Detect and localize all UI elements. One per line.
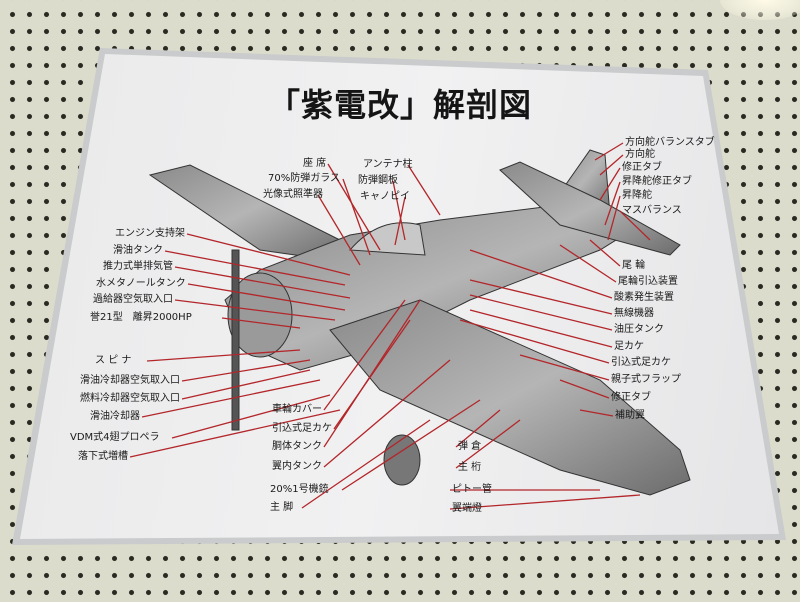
leader-line [323, 359, 451, 468]
callout-label: 主 桁 [458, 462, 482, 473]
callout-label: 滑油タンク [113, 245, 163, 256]
leader-line [604, 181, 621, 226]
leader-line [589, 239, 621, 267]
callout-label: 翼端燈 [452, 503, 482, 514]
right-wing [329, 299, 691, 496]
leader-line [455, 419, 521, 469]
callout-label: 尾 輪 [622, 260, 646, 271]
leader-line [392, 180, 406, 241]
callout-label: 油圧タンク [614, 324, 664, 335]
leader-line [519, 354, 610, 381]
callout-label: アンテナ柱 [363, 159, 413, 170]
leader-line [164, 250, 346, 286]
leader-line [342, 178, 371, 256]
leader-line [469, 309, 613, 348]
callout-label: 水メタノールタンク [96, 278, 186, 289]
callout-label: 尾輪引込装置 [618, 276, 678, 287]
leader-line [619, 210, 651, 241]
callout-label: ス ピ ナ [95, 355, 132, 366]
callout-label: 引込式足カケ [272, 423, 332, 434]
callout-label: 引込式足カケ [611, 357, 671, 368]
callout-label: 滑油冷却器空気取入口 [80, 375, 180, 386]
leader-line [181, 359, 311, 382]
leader-line [327, 163, 381, 251]
callout-label: 燃料冷却器空気取入口 [80, 393, 180, 404]
leader-line [455, 409, 501, 448]
leader-line [407, 164, 441, 216]
callout-label: 弾 倉 [458, 441, 482, 452]
leader-line [181, 369, 311, 400]
callout-label: 酸素発生装置 [614, 292, 674, 303]
leader-line [129, 409, 341, 458]
leader-line [341, 399, 481, 491]
callout-label: 滑油冷却器 [90, 411, 140, 422]
callout-label: 過給器空気取入口 [93, 294, 173, 305]
leader-line [187, 283, 346, 311]
callout-label: 無線機器 [614, 308, 654, 319]
leader-line [221, 317, 301, 329]
leader-line [141, 379, 321, 418]
leader-line [599, 154, 624, 176]
leader-line [469, 279, 613, 315]
leader-line [559, 244, 617, 283]
callout-label: 修正タブ [622, 162, 662, 173]
poster-title: 「紫電改」解剖図 [268, 86, 533, 124]
callout-label: マスバランス [622, 205, 682, 216]
leader-line [186, 233, 351, 276]
canopy [348, 222, 426, 256]
leader-line [301, 419, 431, 509]
callout-label: 足カケ [614, 341, 644, 352]
leader-line [323, 299, 421, 448]
main-wheel [383, 434, 421, 486]
callout-label: 主 脚 [270, 502, 294, 513]
leader-line [594, 142, 624, 161]
callout-label: 70%防弾ガラス [268, 173, 341, 184]
leader-line [579, 409, 614, 417]
callout-label: 方向舵 [625, 149, 655, 160]
propeller-blade [231, 249, 240, 431]
callout-label: 方向舵バランスタブ [625, 137, 715, 148]
leader-line [449, 494, 641, 510]
leader-line [174, 299, 336, 321]
callout-label: エンジン支持架 [115, 228, 185, 239]
callout-label: ピトー管 [452, 484, 492, 495]
callout-label: 防弾鋼板 [358, 175, 398, 186]
callout-label: 修正タブ [611, 392, 651, 403]
callout-label: 落下式増槽 [78, 451, 128, 462]
aircraft-silhouette [148, 149, 691, 496]
callout-label: VDM式4翅プロペラ [70, 432, 160, 443]
callout-label: 親子式フラップ [611, 374, 681, 385]
leader-line [599, 167, 621, 201]
callout-label: 翼内タンク [272, 461, 322, 472]
callout-label: 昇降舵 [622, 190, 652, 201]
leader-line [174, 266, 351, 299]
leader-line [317, 194, 361, 266]
callout-label: 20%1号機銃 [270, 484, 329, 495]
leader-line [323, 299, 406, 411]
ceiling-light [720, 0, 800, 20]
leader-line [171, 394, 331, 439]
leader-line [469, 294, 613, 331]
callout-label: 誉21型 離昇2000HP [90, 312, 192, 323]
callout-label: キャノピイ [360, 191, 410, 202]
callout-label: 胴体タンク [272, 441, 322, 452]
leader-line [459, 319, 610, 364]
leader-line [394, 196, 406, 246]
leader-line [607, 195, 621, 241]
leader-line [469, 249, 613, 299]
callout-label: 補助翼 [615, 410, 645, 421]
callout-label: 光像式照準器 [263, 189, 323, 200]
callout-label: 車輪カバー [272, 404, 322, 415]
callout-label: 昇降舵修正タブ [622, 176, 692, 187]
callout-label: 推力式単排気管 [103, 261, 173, 272]
callout-label: 座 席 [303, 158, 327, 169]
horizontal-tail [499, 161, 681, 256]
leader-line [146, 349, 301, 362]
leader-line [559, 379, 610, 399]
